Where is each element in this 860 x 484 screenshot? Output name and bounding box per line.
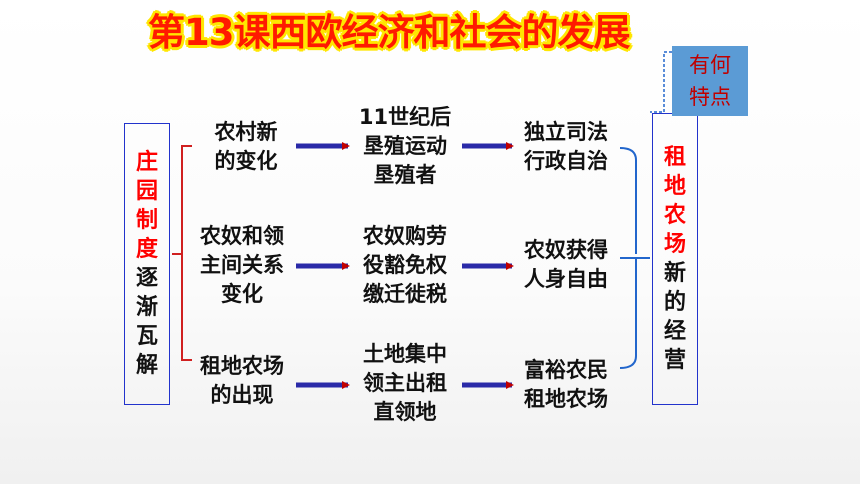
left-black-char: 解	[135, 353, 158, 378]
left-black-char: 瓦	[135, 324, 158, 349]
change-cell-1: 农村新 的变化	[196, 118, 296, 176]
right-bracket	[619, 147, 650, 369]
cell-line: 独立司法	[524, 120, 608, 144]
left-black-char: 渐	[135, 295, 158, 320]
cell-line: 租地农场	[200, 354, 284, 378]
cell-line: 的出现	[210, 383, 274, 407]
cause-cell-1: 11世纪后 垦殖运动 垦殖者	[348, 103, 462, 190]
cell-line: 富裕农民	[524, 358, 608, 382]
cell-line: 役豁免权	[363, 253, 447, 277]
left-red-char: 园	[135, 179, 158, 204]
right-red-char: 地	[663, 174, 686, 199]
left-red-char: 庄	[135, 150, 158, 175]
cell-line: 主间关系	[200, 253, 284, 277]
result-cell-3: 富裕农民 租地农场	[510, 356, 622, 414]
right-topic-box: 租 地 农 场 新 的 经 营	[652, 113, 698, 405]
left-black-char: 逐	[135, 266, 158, 291]
change-cell-3: 租地农场 的出现	[188, 352, 296, 410]
left-topic-box: 庄 园 制 度 逐 渐 瓦 解	[124, 123, 170, 405]
cell-line: 领主出租	[363, 371, 447, 395]
cell-line: 行政自治	[524, 149, 608, 173]
cell-line: 垦殖运动	[363, 134, 447, 158]
cell-line: 垦殖者	[373, 163, 437, 187]
left-red-char: 制	[135, 208, 158, 233]
right-black-char: 新	[663, 261, 686, 286]
right-red-char: 租	[663, 145, 686, 170]
cell-line: 农奴购劳	[363, 224, 447, 248]
cell-line: 农村新	[214, 120, 278, 144]
left-bracket	[172, 145, 192, 361]
cell-line: 11世纪后	[358, 105, 452, 129]
cell-line: 人身自由	[524, 267, 608, 291]
cause-cell-3: 土地集中 领主出租 直领地	[348, 340, 462, 427]
cell-line: 缴迁徙税	[363, 282, 447, 306]
right-black-char: 的	[663, 290, 686, 315]
right-black-char: 经	[663, 319, 686, 344]
right-red-char: 场	[663, 232, 686, 257]
change-cell-2: 农奴和领 主间关系 变化	[186, 222, 298, 309]
left-red-char: 度	[135, 237, 158, 262]
right-red-char: 农	[663, 203, 686, 228]
right-black-char: 营	[663, 348, 686, 373]
question-note: 有何 特点	[672, 46, 748, 116]
cause-cell-2: 农奴购劳 役豁免权 缴迁徙税	[348, 222, 462, 309]
note-pointer	[650, 51, 672, 113]
note-line: 有何	[689, 53, 731, 77]
cell-line: 土地集中	[363, 342, 447, 366]
page-title: 第13课西欧经济和社会的发展	[148, 11, 631, 54]
note-line: 特点	[689, 85, 731, 109]
result-cell-2: 农奴获得 人身自由	[510, 236, 622, 294]
cell-line: 的变化	[214, 149, 278, 173]
cell-line: 农奴获得	[524, 238, 608, 262]
result-cell-1: 独立司法 行政自治	[510, 118, 622, 176]
cell-line: 租地农场	[524, 387, 608, 411]
cell-line: 直领地	[373, 400, 437, 424]
cell-line: 变化	[221, 282, 263, 306]
cell-line: 农奴和领	[200, 224, 284, 248]
